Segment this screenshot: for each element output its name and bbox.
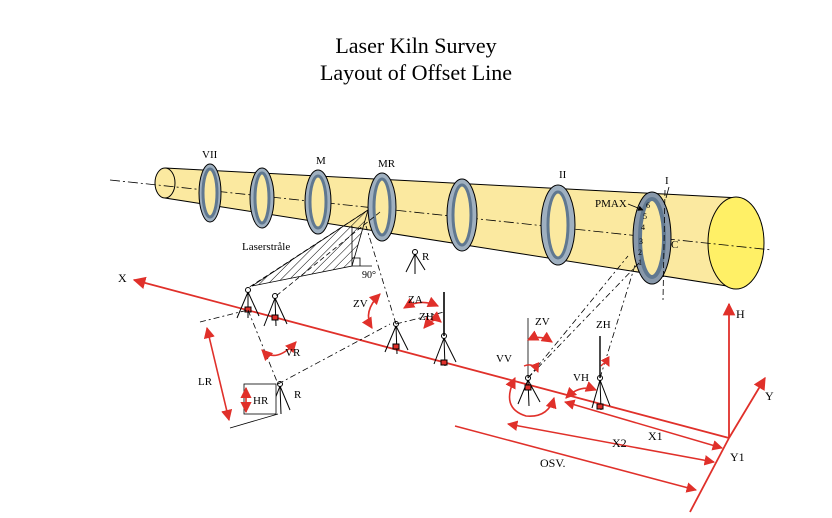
tyre-label-m: M — [316, 155, 326, 167]
vr-line — [247, 309, 279, 385]
zv-right-line — [527, 255, 629, 379]
r-label-bottom: R — [294, 389, 302, 401]
lr-reference-line — [229, 413, 279, 429]
hr-label: HR — [253, 395, 269, 407]
tyre-label-vii: VII — [202, 149, 218, 161]
centre-vertical-line — [662, 189, 666, 301]
vv-angle-arc — [505, 376, 557, 417]
tyre-vii — [198, 163, 222, 223]
lr-dimension-line — [203, 326, 233, 422]
tyre-label-ii: II — [559, 169, 567, 181]
tyre-m2 — [304, 169, 332, 235]
tripod-icon — [405, 249, 426, 274]
dial-mark: 2 — [638, 248, 642, 257]
right-angle-mark — [352, 257, 361, 266]
tripod-icon — [384, 321, 409, 355]
angle-90-label: 90° — [362, 270, 376, 281]
r-label-top: R — [422, 251, 430, 263]
tripod-icon — [236, 287, 260, 319]
tyre-i-leader — [665, 186, 670, 199]
pmax-arrow — [627, 203, 644, 211]
dial-mark: 4 — [641, 223, 645, 232]
y1-extension-line — [689, 437, 730, 513]
zh-right-angle-arc — [600, 355, 610, 367]
dial-mark: 5 — [643, 212, 647, 221]
zh-right-label: ZH — [596, 319, 611, 331]
diagram-title: Laser Kiln Survey — [335, 33, 497, 58]
centre-label: C — [671, 239, 678, 251]
tyre-mr — [367, 172, 397, 242]
kiln-end-face — [707, 196, 765, 290]
vv-label: VV — [496, 353, 512, 365]
vv-small-arc — [523, 361, 540, 373]
tyre-i — [632, 191, 672, 285]
tripod-icon — [433, 333, 457, 367]
tyre-label-i: I — [665, 175, 669, 187]
vr-angle-arc — [261, 341, 297, 362]
vh-label: VH — [573, 372, 589, 384]
tripod-icon — [517, 375, 541, 407]
x1-dimension-line — [563, 399, 724, 451]
tyre-i-dial: 6 5 4 3 2 1 — [638, 201, 650, 267]
dial-mark: 3 — [639, 237, 643, 246]
lr-reference-line — [199, 309, 249, 323]
dial-mark: 6 — [646, 201, 650, 210]
za-angle-arc — [403, 296, 440, 309]
zv-right-line — [527, 261, 641, 379]
vh-right-line — [599, 261, 637, 379]
zh-mid-angle-arc — [423, 311, 442, 329]
osv-label: OSV. — [540, 456, 565, 470]
zv-mid-angle-arc — [361, 293, 381, 329]
lr-label: LR — [198, 376, 213, 388]
y1-label: Y1 — [730, 450, 745, 464]
tyre-4 — [446, 178, 478, 252]
y-axis-line — [728, 376, 766, 439]
osv-dimension-line — [454, 425, 698, 493]
laser-beam-line — [275, 211, 381, 297]
vh-angle-arc — [565, 381, 598, 399]
za-label: ZA — [408, 294, 423, 306]
tyre-label-mr: MR — [378, 158, 396, 170]
za-mid-line — [395, 311, 445, 325]
zv-right-label: ZV — [535, 316, 550, 328]
zv-mid-label: ZV — [353, 298, 368, 310]
zh-mid-label: ZH — [419, 311, 434, 323]
zv-mid-line — [365, 225, 397, 325]
x2-label: X2 — [612, 436, 627, 450]
dial-mark: 1 — [638, 258, 642, 267]
x1-label: X1 — [648, 429, 663, 443]
pmax-label: PMAX — [595, 198, 627, 210]
y-axis-label: Y — [765, 389, 774, 403]
h-axis-label: H — [736, 307, 745, 321]
diagram-subtitle: Layout of Offset Line — [319, 60, 513, 85]
x2-dimension-line — [506, 420, 716, 466]
zv-right-angle-arc — [526, 330, 553, 343]
vr-label: VR — [285, 347, 301, 359]
tyre-m — [249, 167, 275, 229]
laserstrale-label: Laserstråle — [242, 241, 290, 253]
tripod-icon — [263, 293, 288, 327]
x-axis-label: X — [118, 271, 127, 285]
tyre-ii — [540, 184, 576, 266]
